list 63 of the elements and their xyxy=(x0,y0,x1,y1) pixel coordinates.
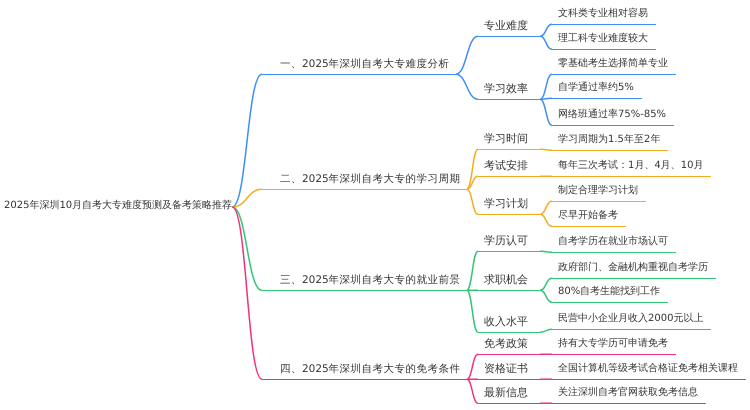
branch-connector xyxy=(456,36,478,75)
leaf-topic: 文科类专业相对容易 xyxy=(552,5,656,25)
branch-connector xyxy=(540,354,552,355)
leaf-topic: 全国计算机等级考试合格证免考相关课程 xyxy=(552,360,746,380)
leaf-topic: 民营中小企业月收入2000元以上 xyxy=(552,310,712,330)
leaf-topic: 尽早开始备考 xyxy=(552,207,626,227)
branch-connector xyxy=(466,290,478,333)
leaf-topic: 理工科专业难度较大 xyxy=(552,30,656,50)
branch-connector xyxy=(540,278,552,291)
branch-connector xyxy=(232,206,263,380)
leaf-topic: 自学通过率约5% xyxy=(552,79,642,99)
leaf-topic: 自考学历在就业市场认可 xyxy=(552,233,676,253)
subtopic: 最新信息 xyxy=(478,384,540,404)
branch-topic: 一、2025年深圳自考大专难度分析 xyxy=(262,55,456,75)
branch-connector xyxy=(540,402,552,404)
leaf-topic: 零基础考生选择简单专业 xyxy=(552,55,676,75)
leaf-topic: 政府部门、金融机构重视自考学历 xyxy=(552,259,716,279)
branch-connector xyxy=(540,328,552,333)
branch-connector xyxy=(540,176,552,177)
subtopic: 学习计划 xyxy=(478,195,540,215)
branch-topic: 四、2025年深圳自考大专的免考条件 xyxy=(262,360,467,380)
branch-connector xyxy=(466,354,478,380)
branch-connector xyxy=(466,250,478,291)
subtopic: 资格证书 xyxy=(478,360,540,380)
branch-connector xyxy=(540,148,552,151)
subtopic: 学习效率 xyxy=(478,80,540,100)
subtopic: 专业难度 xyxy=(478,17,540,37)
branch-connector xyxy=(540,98,552,126)
branch-connector xyxy=(466,188,478,215)
branch-connector xyxy=(540,250,552,253)
branch-connector xyxy=(540,214,552,227)
branch-connector xyxy=(540,24,552,37)
branch-connector xyxy=(466,378,478,404)
branch-topic: 二、2025年深圳自考大专的学习周期 xyxy=(262,170,467,190)
branch-connector xyxy=(466,290,478,291)
central-topic: 2025年深圳10月自考大专难度预测及备考策略推荐 xyxy=(4,197,232,217)
branch-connector xyxy=(466,148,478,190)
branch-connector xyxy=(540,290,552,303)
leaf-topic: 80%自考生能找到工作 xyxy=(552,283,668,303)
branch-connector xyxy=(232,74,262,208)
branch-connector xyxy=(466,378,478,380)
branch-connector xyxy=(466,176,478,190)
branch-connector xyxy=(232,188,262,208)
leaf-topic: 每年三次考试：1月、4月、10月 xyxy=(552,157,712,177)
leaf-topic: 网络班通过率75%-85% xyxy=(552,106,674,126)
subtopic: 学历认可 xyxy=(478,232,540,252)
leaf-topic: 持有大专学历可申请免考 xyxy=(552,335,676,355)
leaf-topic: 关注深圳自考官网获取免考信息 xyxy=(552,384,706,404)
branch-connector xyxy=(540,36,552,50)
branch-connector xyxy=(540,200,552,215)
branch-connector xyxy=(540,98,552,100)
subtopic: 学习时间 xyxy=(478,130,540,150)
subtopic: 考试安排 xyxy=(478,157,540,177)
branch-connector xyxy=(232,206,262,291)
subtopic: 收入水平 xyxy=(478,313,540,333)
leaf-topic: 制定合理学习计划 xyxy=(552,182,646,202)
branch-connector xyxy=(540,378,552,380)
branch-connector xyxy=(456,74,478,100)
subtopic: 求职机会 xyxy=(478,271,540,291)
branch-connector xyxy=(540,74,552,100)
branch-topic: 三、2025年深圳自考大专的就业前景 xyxy=(262,271,467,291)
leaf-topic: 学习周期为1.5年至2年 xyxy=(552,131,668,151)
subtopic: 免考政策 xyxy=(478,335,540,355)
